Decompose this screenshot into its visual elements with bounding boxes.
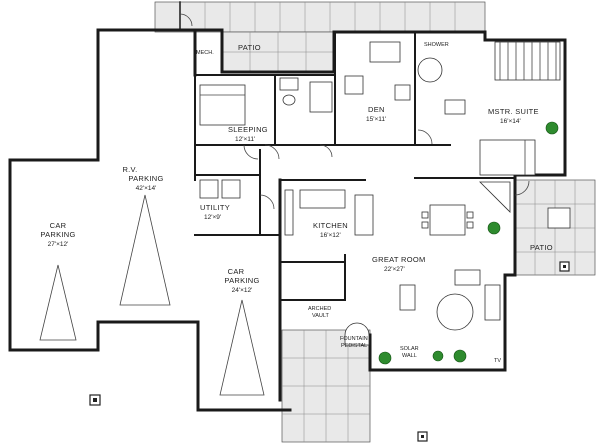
dims-den: 15'×11': [366, 116, 386, 123]
sofa-north: [454, 269, 481, 286]
plants: [378, 121, 559, 365]
label-car-parking-right-line2: PARKING: [224, 276, 259, 285]
armchair-west: [399, 284, 416, 311]
dims-utility: 12'×9': [204, 214, 221, 221]
label-rv-parking-line2: PARKING: [128, 174, 163, 183]
label-master-suite: MSTR. SUITE: [488, 107, 539, 116]
dims-car-parking-right: 24'×12': [232, 287, 253, 294]
kitchen-range: [284, 189, 294, 236]
door-swings: [179, 13, 530, 210]
dims-sleeping: 12'×11': [235, 136, 255, 143]
plant-great-room: [487, 221, 501, 235]
bathtub: [309, 81, 333, 113]
north-patio-paving: [154, 1, 486, 33]
dining-table: [429, 204, 466, 236]
plan-notes: ARCHED VAULT FOUNTAIN PEDISTAL SOLAR WAL…: [308, 306, 501, 364]
bath-sink: [279, 77, 299, 91]
dryer: [221, 179, 241, 199]
note-arched-line2: VAULT: [312, 313, 330, 319]
plant-master: [545, 121, 559, 135]
dims-great-room: 22'×27': [384, 266, 405, 273]
note-fountain-line2: PEDISTAL: [341, 343, 367, 349]
house-wall-outline: [193, 28, 567, 372]
kitchen-island: [354, 194, 374, 236]
dims-master-suite: 16'×14': [500, 118, 521, 125]
shower-fixture: [417, 57, 443, 83]
den-desk: [369, 41, 401, 63]
master-closet: [494, 41, 561, 81]
exterior-walls: [8, 28, 567, 412]
rv-parking-marker: [119, 194, 171, 306]
label-car-parking-left-line2: PARKING: [40, 230, 75, 239]
washer: [199, 179, 219, 199]
label-rv-parking-line1: R.V.: [122, 165, 137, 174]
posts: [89, 261, 570, 442]
note-tv: TV: [494, 358, 501, 364]
dims-kitchen: 16'×12': [320, 232, 341, 239]
den-chair: [344, 75, 364, 95]
sleeping-bed: [199, 84, 246, 126]
patio-table: [547, 207, 571, 229]
label-sleeping: SLEEPING: [228, 125, 268, 134]
garage-wall-outline: [8, 28, 292, 412]
plant-solar-3: [453, 349, 467, 363]
plant-solar-1: [378, 351, 392, 365]
dims-car-parking-left: 27'×12': [48, 241, 69, 248]
note-solar-line1: SOLAR: [400, 346, 419, 352]
den-side-table: [394, 84, 411, 101]
plant-solar-2: [432, 350, 444, 362]
note-solar-line2: WALL: [402, 353, 417, 359]
rv-north-wall: [96, 28, 197, 77]
note-arched-line1: ARCHED: [308, 306, 331, 312]
label-den: DEN: [368, 105, 385, 114]
bath-toilet: [282, 94, 296, 106]
label-patio-east: PATIO: [530, 243, 553, 252]
coffee-table: [436, 293, 474, 331]
furniture: [199, 41, 571, 346]
sofa-east: [484, 284, 501, 321]
label-patio-north: PATIO: [238, 43, 261, 52]
dims-rv-parking: 42'×14': [136, 185, 157, 192]
fireplace: [479, 181, 511, 213]
label-mech: MECH.: [196, 50, 214, 56]
label-great-room: GREAT ROOM: [372, 255, 426, 264]
fountain: [344, 322, 370, 346]
interior-walls: [179, 1, 516, 301]
label-utility: UTILITY: [200, 203, 230, 212]
label-shower: SHOWER: [424, 42, 449, 48]
label-car-parking-left-line1: CAR: [50, 221, 67, 230]
label-car-parking-right-line1: CAR: [228, 267, 245, 276]
master-chair: [444, 99, 466, 115]
label-kitchen: KITCHEN: [313, 221, 348, 230]
car-parking-left-marker: [39, 264, 77, 341]
room-labels: MECH. PATIO SHOWER DEN 15'×11' MSTR. SUI…: [40, 42, 553, 294]
note-fountain-line1: FOUNTAIN: [340, 336, 368, 342]
car-parking-right-marker: [219, 299, 265, 396]
kitchen-counter: [299, 189, 346, 209]
master-bed: [479, 139, 536, 176]
parking-markers: [39, 194, 265, 396]
